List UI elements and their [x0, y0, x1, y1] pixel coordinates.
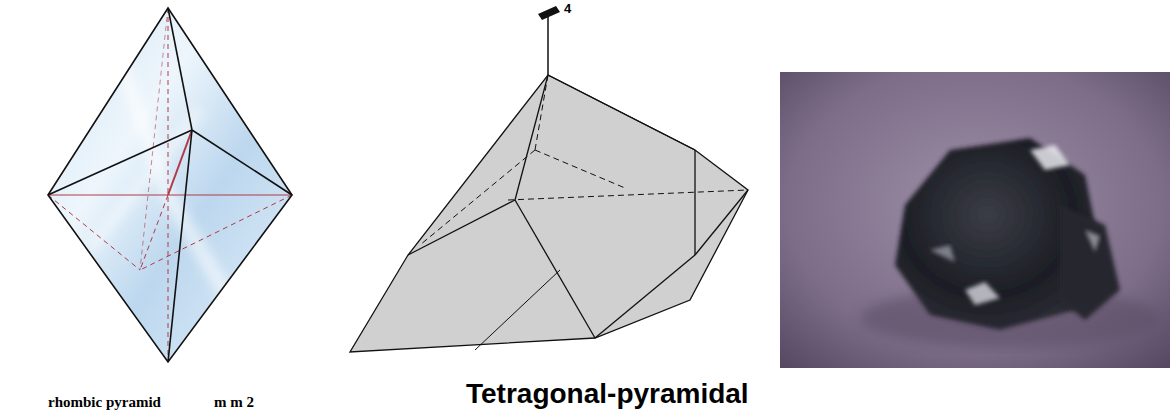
fourfold-axis-symbol: [538, 6, 560, 20]
figure-caption: Tetragonal-pyramidal: [466, 378, 749, 410]
axis-order-number: 4: [564, 1, 571, 16]
rhombic-pyramid-drawing: [42, 8, 324, 388]
figure-caption: rhombic pyramid: [48, 394, 161, 411]
crystal-photo: [780, 72, 1170, 368]
tetragonal-pyramid-drawing: [350, 6, 748, 352]
point-group-symbol: m m 2: [214, 394, 254, 411]
